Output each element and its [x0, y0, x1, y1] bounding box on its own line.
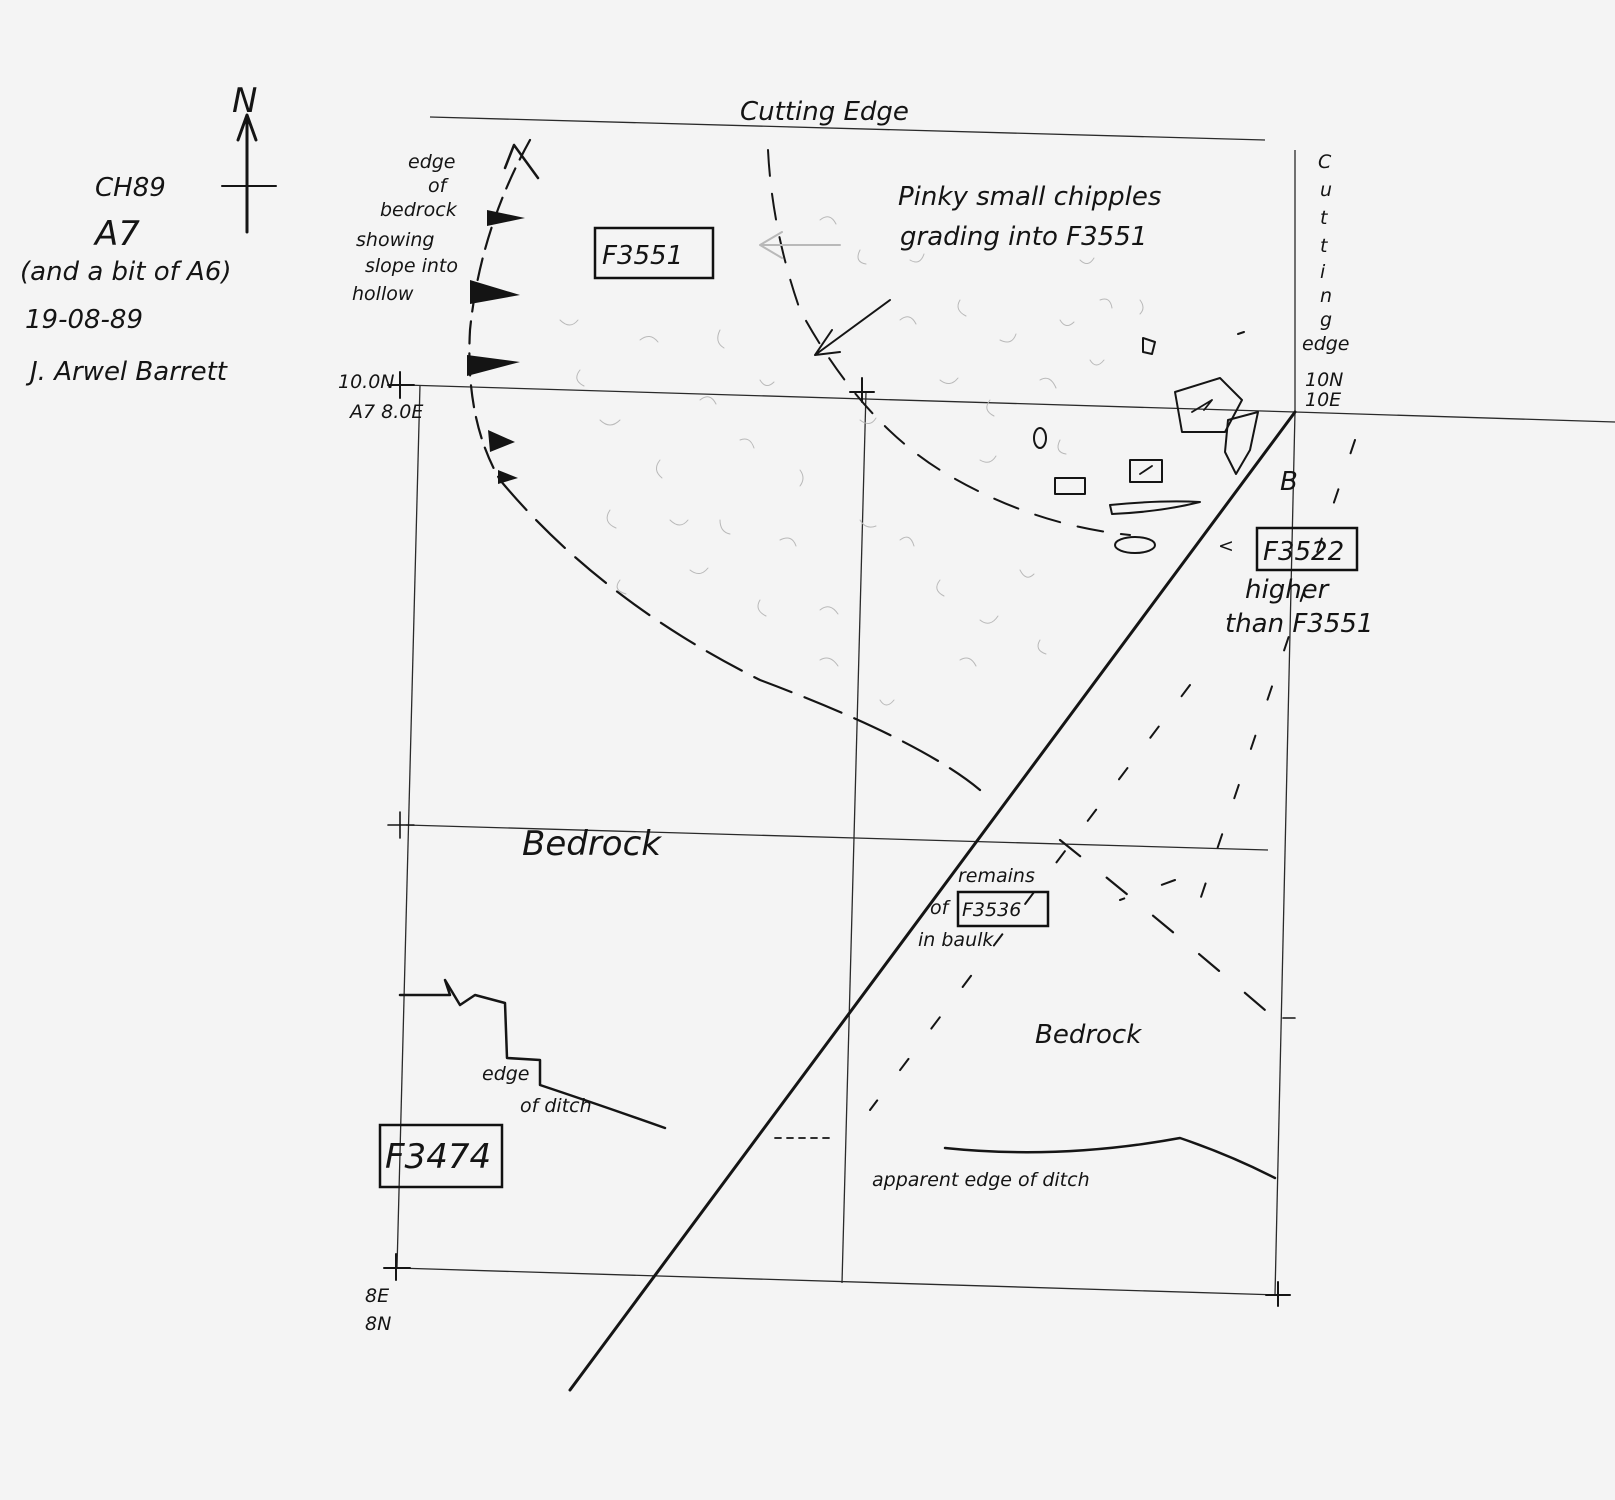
- apparent-ditch-label: apparent edge of ditch: [872, 1169, 1090, 1191]
- svg-text:bedrock: bedrock: [380, 199, 458, 221]
- f3522-arrow-mark: <: [1218, 535, 1234, 557]
- grid-line-west: [396, 384, 421, 1269]
- grid-line-mid-row: [405, 824, 1269, 851]
- f3536-box: [956, 890, 1050, 928]
- svg-text:edge: edge: [1302, 333, 1350, 355]
- svg-text:g: g: [1320, 309, 1332, 331]
- grid-line-south: [396, 1267, 1281, 1296]
- trench-note: (and a bit of A6): [20, 257, 232, 287]
- svg-text:edge: edge: [408, 151, 456, 173]
- drawing-date: 19-08-89: [25, 305, 143, 335]
- f3522-f3536-outlines: [869, 439, 1356, 1111]
- f3536-label: F3536: [962, 899, 1021, 921]
- coord-ne-a: 10N: [1305, 369, 1343, 391]
- f3551-label: F3551: [602, 241, 683, 271]
- cutting-edge-right-label: C u t t i n g edge: [1302, 151, 1350, 355]
- edge-of-ditch-label: edge of ditch: [482, 1063, 592, 1117]
- pinky-chipples-label: Pinky small chipples grading into F3551: [898, 182, 1161, 252]
- cutting-edge-line: [429, 116, 1266, 141]
- b-mark: B: [1280, 467, 1298, 497]
- coord-sw-b: 8N: [365, 1313, 391, 1335]
- cutting-edge-top-label: Cutting Edge: [740, 97, 909, 127]
- drawing-author: J. Arwel Barrett: [25, 357, 228, 387]
- svg-text:hollow: hollow: [352, 283, 414, 305]
- svg-text:i: i: [1320, 261, 1326, 283]
- svg-text:of: of: [428, 175, 450, 197]
- coord-ne-b: 10E: [1305, 389, 1341, 411]
- f3474-label: F3474: [385, 1137, 491, 1177]
- f3551-outline: [498, 149, 1131, 792]
- svg-text:showing: showing: [356, 229, 435, 251]
- grid-line-10n: [404, 384, 1615, 423]
- site-code: CH89: [95, 173, 166, 203]
- chipple-scatter: [559, 216, 1144, 706]
- f3474-box: [378, 1123, 504, 1189]
- svg-text:in baulk: in baulk: [918, 929, 994, 951]
- north-label: N: [232, 81, 257, 121]
- finds-cluster: [1033, 331, 1259, 554]
- svg-text:t: t: [1320, 207, 1329, 229]
- coord-sw-a: 8E: [365, 1285, 389, 1307]
- f3551-box: [593, 226, 715, 280]
- svg-text:Pinky small chipples: Pinky small chipples: [898, 182, 1161, 212]
- bedrock-label-2: Bedrock: [1035, 1020, 1142, 1050]
- f3522-note: higher than F3551: [1225, 575, 1373, 639]
- svg-text:remains: remains: [958, 865, 1035, 887]
- f3522-label: F3522: [1263, 537, 1344, 567]
- svg-text:than F3551: than F3551: [1225, 609, 1373, 639]
- bedrock-label-1: Bedrock: [522, 824, 662, 864]
- f3522-edge-line: [568, 410, 1297, 1392]
- ditch-edges: [398, 978, 1277, 1180]
- grid-line-east: [1274, 411, 1296, 1296]
- svg-text:edge: edge: [482, 1063, 530, 1085]
- svg-text:grading into F3551: grading into F3551: [900, 222, 1147, 252]
- coord-nw-b: A7 8.0E: [348, 401, 423, 423]
- svg-text:higher: higher: [1245, 575, 1331, 605]
- svg-text:C: C: [1318, 151, 1332, 173]
- svg-text:t: t: [1320, 235, 1329, 257]
- svg-text:u: u: [1320, 179, 1332, 201]
- bedrock-edge-hachure: [467, 138, 540, 484]
- f3522-box: [1255, 526, 1359, 572]
- svg-text:n: n: [1320, 285, 1332, 307]
- coord-nw-a: 10.0N: [338, 371, 395, 393]
- svg-text:of ditch: of ditch: [520, 1095, 592, 1117]
- north-arrow-icon: [221, 113, 277, 234]
- trench-code: A7: [93, 214, 140, 254]
- svg-text:slope into: slope into: [365, 255, 458, 277]
- remains-label: remains of in baulk: [918, 865, 1035, 951]
- bedrock-edge-label: edge of bedrock showing slope into hollo…: [352, 151, 458, 305]
- svg-text:of: of: [930, 897, 952, 919]
- trench-grid: [383, 116, 1615, 1307]
